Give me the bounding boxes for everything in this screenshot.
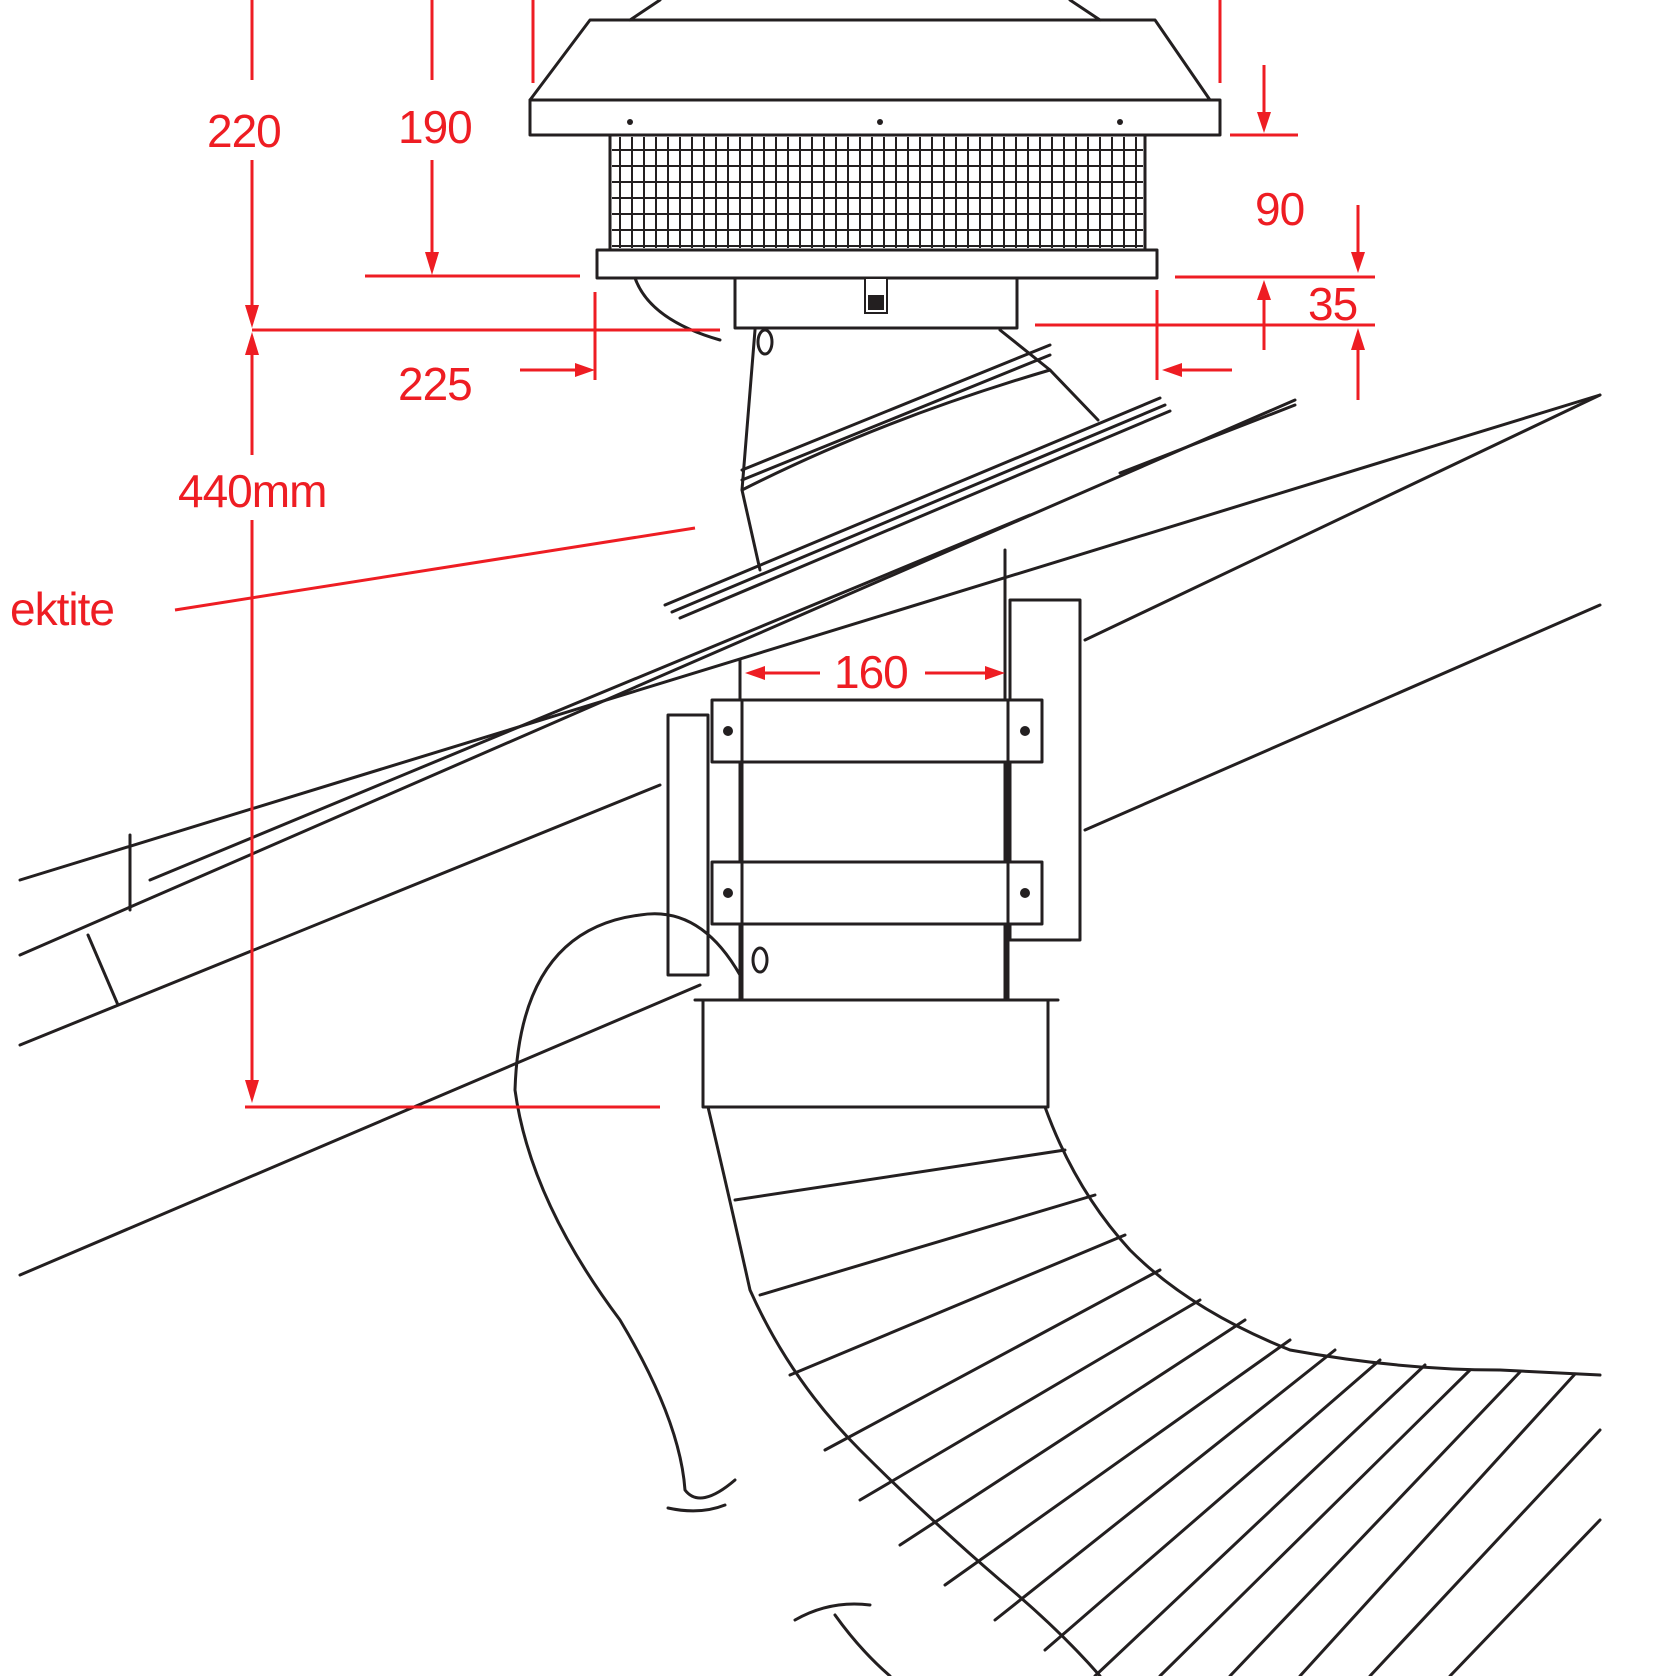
mesh-grid [612, 137, 1143, 248]
duct-right-edge [1043, 1105, 1602, 1377]
pipe-assembly [513, 548, 1082, 1513]
base-flange [595, 248, 1159, 280]
batten-cut [86, 933, 120, 1007]
roof-rafter-top-right [1083, 393, 1602, 642]
adaptor-band-2 [740, 353, 1052, 482]
duct-rib [788, 1233, 1127, 1377]
arrow-left-icon [745, 666, 765, 680]
arrow-up-icon [1257, 280, 1271, 300]
arrow-up-icon [245, 332, 259, 355]
strap-bolt [723, 888, 733, 898]
adaptor-band-1 [740, 343, 1052, 472]
duct-rib [858, 1298, 1202, 1502]
duct-ribs [733, 1148, 1602, 1676]
cap-rim [528, 98, 1222, 137]
strap-bolt [1020, 888, 1030, 898]
flashing-line-3 [678, 409, 1172, 620]
screw-icon [756, 328, 774, 356]
duct-rib [898, 1318, 1247, 1547]
arrow-down-icon [1257, 112, 1271, 133]
flashing-line-1 [663, 396, 1162, 607]
rim-rivet [1117, 119, 1123, 125]
screw-icon [751, 946, 769, 974]
arrow-down-icon [245, 305, 259, 328]
strap-lower [710, 860, 1044, 926]
dim-label-440mm: 440mm [178, 465, 326, 517]
cable-end [666, 1503, 727, 1513]
pipe-collar [701, 998, 1050, 1109]
duct-rib [943, 1338, 1292, 1587]
adaptor-seam [740, 368, 1052, 492]
strap-curve [633, 276, 722, 342]
cable [513, 912, 742, 1500]
cap-top-right [1068, 0, 1102, 22]
dimension-labels: 220 190 90 35 225 440mm 160 ektite [10, 101, 1358, 698]
arrow-right-icon [985, 666, 1005, 680]
roof-structure [18, 393, 1602, 1277]
duct-rib [1228, 1370, 1522, 1676]
collar-tab-dark [868, 295, 884, 310]
rim-rivet [877, 119, 883, 125]
roof-top-line [18, 393, 1602, 882]
dim-label-220: 220 [207, 105, 281, 157]
duct-rib [1158, 1368, 1472, 1676]
arrow-up-icon [1351, 328, 1365, 350]
arrow-down-icon [1351, 252, 1365, 273]
dim-label-90: 90 [1255, 183, 1304, 235]
roof-rafter-bottom [18, 983, 702, 1277]
duct-clip-tail [833, 1613, 892, 1676]
duct-clip [793, 1602, 872, 1622]
bracket-left [666, 713, 710, 977]
duct-rib [1043, 1358, 1382, 1652]
duct-rib [758, 1193, 1097, 1297]
roof-batten-line [18, 398, 1297, 957]
arrow-down-icon [425, 252, 439, 275]
roof-inner-line-right [1118, 403, 1297, 475]
roof-inner-line [148, 513, 1032, 882]
dimension-lines [174, 0, 1375, 1109]
roof-rafter-bottom-right [1083, 603, 1602, 832]
strap-bolt [723, 726, 733, 736]
dim-label-190: 190 [398, 101, 472, 153]
strap-bolt [1020, 726, 1030, 736]
adaptor-left [740, 328, 762, 572]
cap-cone [528, 18, 1212, 102]
arrow-left-icon [1162, 363, 1182, 377]
callout-leader [174, 526, 696, 612]
dim-label-225: 225 [398, 358, 472, 410]
flexible-duct [706, 1105, 1602, 1676]
callout-label: ektite [10, 583, 114, 635]
arrow-right-icon [575, 363, 595, 377]
duct-rib [993, 1348, 1337, 1622]
duct-rib [1298, 1372, 1577, 1676]
duct-rib [1448, 1518, 1602, 1676]
rim-rivet [627, 119, 633, 125]
vent-cap [528, 0, 1222, 572]
cap-top-left [628, 0, 662, 22]
duct-rib [823, 1268, 1162, 1452]
dim-label-35: 35 [1308, 278, 1357, 330]
adaptor-right [998, 328, 1100, 422]
duct-left-edge [706, 1105, 1102, 1676]
strap-upper [710, 698, 1044, 764]
duct-rib [1093, 1363, 1427, 1676]
duct-rib [1368, 1428, 1602, 1676]
roof-rafter-top [18, 783, 662, 1047]
dim-label-160: 160 [834, 646, 908, 698]
flashing-line-2 [670, 403, 1167, 614]
duct-rib [733, 1148, 1067, 1202]
arrow-down-icon [245, 1080, 259, 1103]
